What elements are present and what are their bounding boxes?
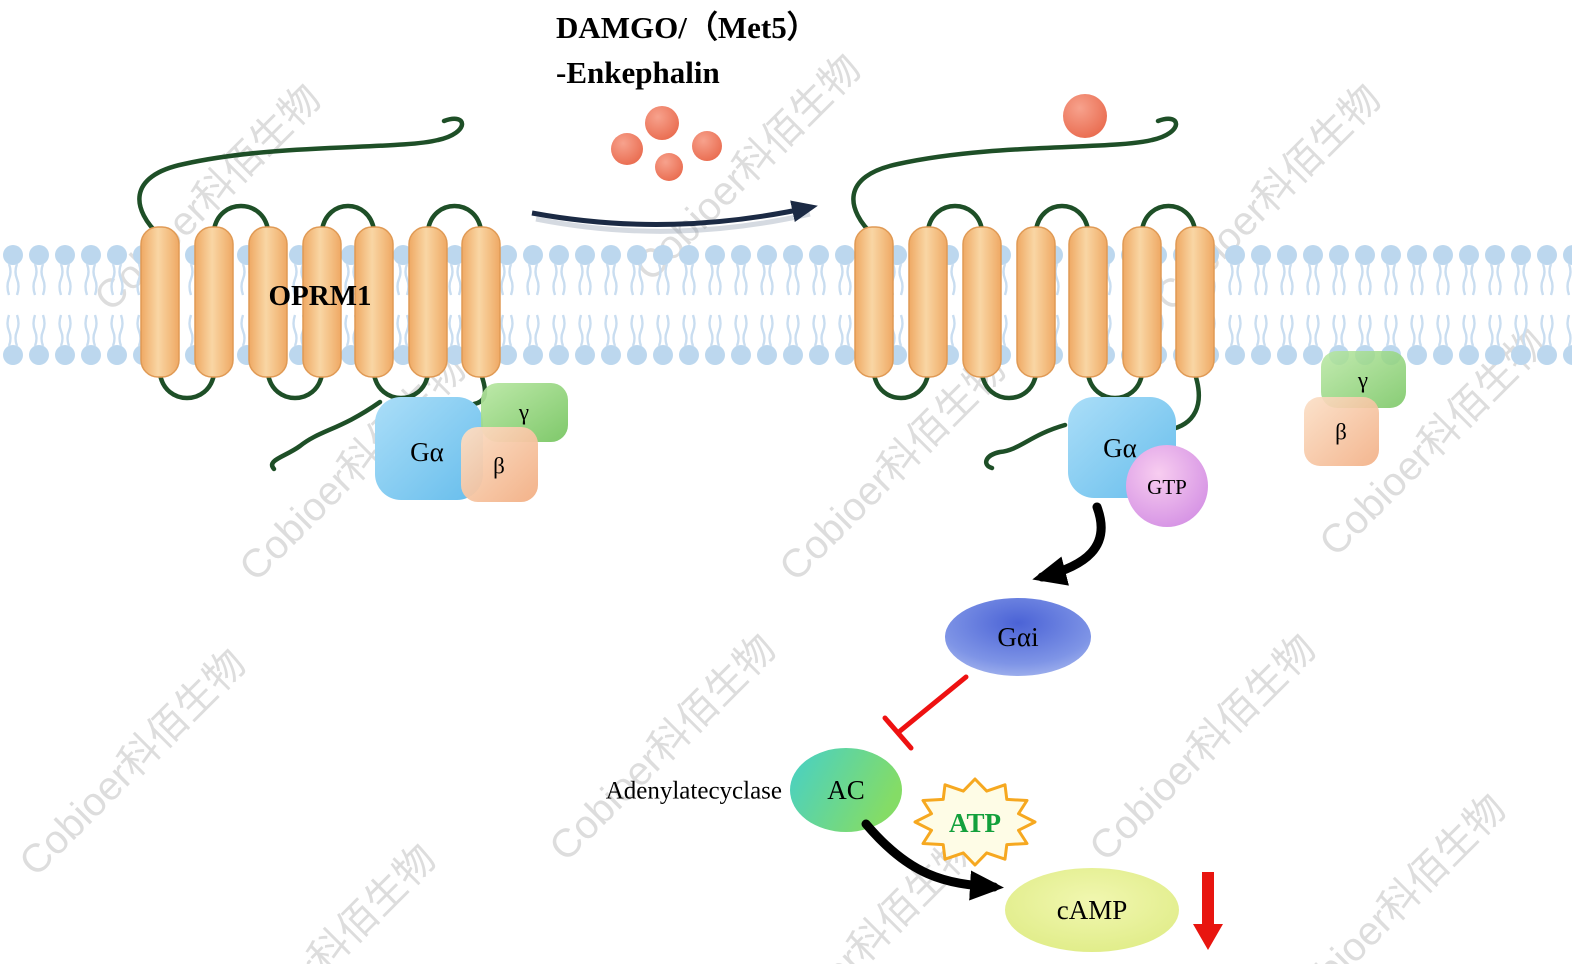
- tm-helix: [1175, 226, 1215, 378]
- intracellular-loop: [979, 371, 1039, 401]
- extracellular-loop: [211, 203, 271, 233]
- starburst-shape: [913, 777, 1037, 867]
- ac-node: [790, 748, 902, 832]
- ligand-title: DAMGO/（Met5） -Enkephalin: [556, 6, 818, 96]
- c-terminus-tail: [983, 422, 1068, 471]
- galpha-label: Gα: [410, 437, 444, 467]
- ligand-title-line2: -Enkephalin: [556, 54, 720, 90]
- gamma-subunit: [1321, 351, 1406, 408]
- camp-node: [1005, 868, 1179, 952]
- atp-burst: ATP: [913, 777, 1037, 867]
- tm-helix: [302, 226, 342, 378]
- ligand-molecule: [655, 153, 683, 181]
- ligand-cluster: [611, 106, 722, 181]
- tm-helix: [140, 226, 180, 378]
- gai-label: Gαi: [997, 622, 1038, 652]
- ligand-molecule: [645, 106, 679, 140]
- tm-helix: [461, 226, 501, 378]
- gamma-label: γ: [518, 400, 529, 425]
- c-terminus-tail: [269, 399, 383, 472]
- tm-helix: [248, 226, 288, 378]
- galpha-subunit: [375, 397, 483, 500]
- tm-helix: [194, 226, 234, 378]
- beta-label: β: [1335, 420, 1347, 445]
- n-terminus-loop: [137, 116, 465, 239]
- ligand-title-line1: DAMGO/（Met5）: [556, 10, 818, 45]
- galpha-label: Gα: [1103, 433, 1137, 463]
- gtp-molecule: [1126, 445, 1208, 527]
- tm-helix: [1122, 226, 1162, 378]
- activation-arrow-shadow: [535, 211, 811, 234]
- extracellular-loop: [1139, 203, 1198, 233]
- galpha-to-gai-arrow: [1032, 502, 1106, 586]
- lipid-bilayer-membrane: [0, 244, 1572, 366]
- gtp-label: GTP: [1147, 475, 1187, 499]
- beta-label: β: [493, 454, 505, 479]
- tm-helix: [1068, 226, 1108, 378]
- inhibition-t-bar: [882, 715, 914, 751]
- beta-subunit: [1304, 397, 1379, 466]
- intracellular-loop: [871, 371, 931, 401]
- extracellular-loop: [925, 203, 985, 233]
- tm-helix: [354, 226, 394, 378]
- g-protein-left: Gα γ β: [375, 383, 568, 502]
- receptor-right-loops: [851, 116, 1201, 471]
- receptor-right: [854, 226, 1215, 378]
- tm-helix: [854, 226, 894, 378]
- inhibition-shaft: [897, 674, 969, 734]
- n-terminus-loop: [851, 116, 1179, 239]
- g-protein-right: Gα GTP: [1068, 397, 1208, 527]
- intracellular-loop: [371, 371, 431, 401]
- extracellular-loop: [1033, 203, 1091, 233]
- intracellular-loop: [1085, 371, 1145, 401]
- receptor-left: [140, 226, 501, 378]
- ac-full-name: Adenylatecyclase: [606, 778, 782, 805]
- inhibition-line: [882, 674, 969, 751]
- ac-to-camp-arrow: [861, 819, 1004, 901]
- ligand-molecule: [611, 133, 643, 165]
- intracellular-loop: [157, 371, 217, 401]
- activation-arrow: [531, 200, 818, 227]
- tm-helix: [908, 226, 948, 378]
- tm-helix: [1016, 226, 1056, 378]
- camp-label: cAMP: [1057, 895, 1128, 925]
- extracellular-loop: [319, 203, 377, 233]
- extracellular-loop: [425, 203, 484, 233]
- ac-label: AC: [827, 775, 865, 805]
- decrease-arrow-icon: [1193, 872, 1223, 950]
- beta-subunit: [461, 427, 538, 502]
- ligand-molecule: [692, 131, 722, 161]
- tm-helix: [962, 226, 1002, 378]
- intracellular-loop: [265, 371, 325, 401]
- gamma-label: γ: [1357, 368, 1368, 393]
- receptor-left-loops: [137, 116, 488, 472]
- bound-ligand-molecule: [1063, 94, 1107, 138]
- gai-node: [945, 598, 1091, 676]
- receptor-label: OPRM1: [268, 280, 371, 312]
- beta-gamma-dimer: γ β: [1304, 351, 1406, 466]
- tm-helix: [408, 226, 448, 378]
- atp-label: ATP: [949, 808, 1001, 838]
